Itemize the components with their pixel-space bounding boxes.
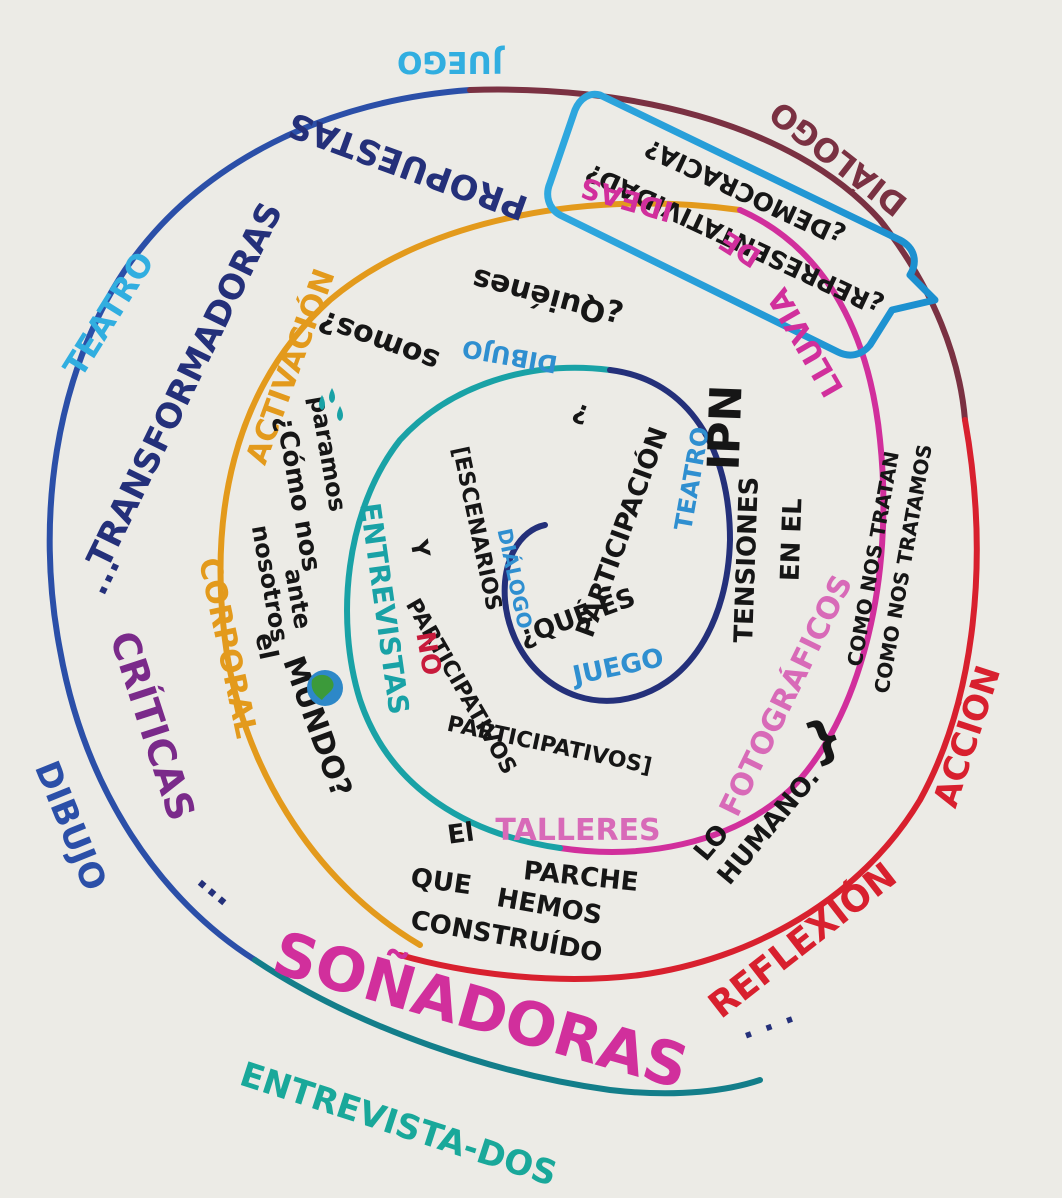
globe-icon	[307, 670, 343, 706]
label-accion: ACCIÓN	[925, 661, 1009, 813]
word-propuestas: PROPUESTAS	[283, 104, 533, 228]
spiral-outer-red	[397, 417, 980, 982]
word-transformadoras: TRANSFORMADORAS	[79, 196, 291, 574]
spiral-outer-blue	[46, 87, 473, 963]
spiral-cyan	[344, 364, 613, 851]
center-no: NO	[409, 629, 446, 677]
ellipsis-left-bottom: ...	[189, 859, 244, 915]
spiral-outer-teal-tail	[252, 957, 763, 1097]
question-quienes: ¿Quiénes	[468, 261, 626, 335]
center-y: Y	[404, 537, 435, 561]
parche-que: QUE	[409, 863, 474, 901]
label-juego-outer: JUEGO	[397, 44, 505, 79]
spiral-magenta	[557, 207, 887, 855]
label-juego-inner: JUEGO	[568, 643, 666, 692]
ipn-tensiones: TENSIONES	[729, 476, 765, 643]
parche-el: El	[446, 817, 477, 850]
word-criticas: CRÍTICAS	[101, 626, 203, 826]
center-participativos: PARTICIPATIVOS	[400, 595, 521, 779]
qualities-words: PROPUESTAS TRANSFORMADORAS ... CRÍTICAS …	[76, 104, 799, 1104]
speech-bubble-outline	[544, 90, 939, 359]
center-participativos2: PARTICIPATIVOS]	[445, 712, 654, 780]
label-entrevista-dos: ENTREVISTA-DOS	[235, 1054, 562, 1194]
question-somos: somos?	[314, 302, 444, 378]
label-teatro-outer: TEATRO	[56, 245, 162, 384]
spiral-orange	[217, 200, 743, 948]
water-drops-icon	[319, 388, 343, 421]
label-talleres: TALLERES	[495, 813, 660, 848]
center-escenarios: [ESCENARIOS	[447, 444, 506, 613]
inner-ring-labels: DIBUJO TEATRO ENTREVISTAS JUEGO DIÁLOGO	[353, 334, 715, 717]
ipn-en-el: EN EL	[776, 498, 809, 582]
parche-block: El PARCHE QUE HEMOS CONSTRUÍDO	[408, 817, 639, 968]
center-question-mark: ?	[569, 396, 593, 429]
ipn-label: IPN	[699, 384, 753, 471]
question-el: el	[248, 630, 283, 662]
spiral-navy	[501, 367, 734, 704]
center-block: ¿QUÉ ES PARTICIPACIÓN ? [ESCENARIOS PART…	[400, 396, 674, 779]
label-dibujo-inner: DIBUJO	[460, 334, 559, 378]
